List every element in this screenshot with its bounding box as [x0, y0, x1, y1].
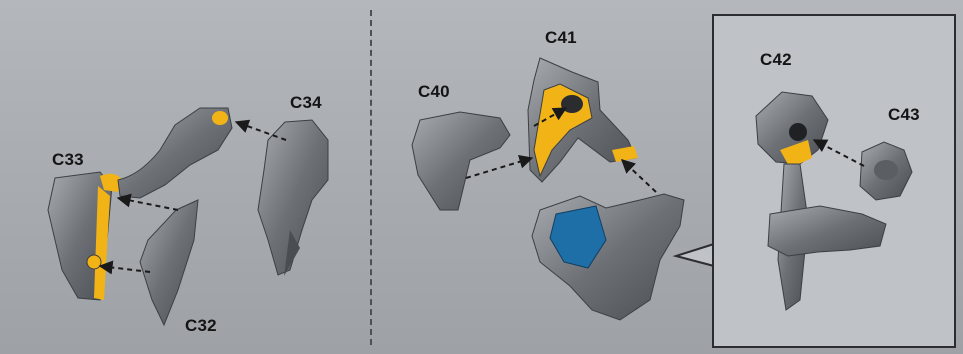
part-hand-assembly: [532, 194, 684, 320]
section-divider: [370, 10, 372, 345]
part-c33-shoulder: [48, 172, 122, 300]
label-c41: C41: [545, 28, 577, 48]
part-c40-forearm: [412, 112, 510, 210]
label-c40: C40: [418, 82, 450, 102]
label-c34: C34: [290, 93, 322, 113]
part-upper-arm: [118, 108, 232, 198]
dashed-arrow-icon: [466, 158, 532, 178]
part-c34-claw: [258, 120, 328, 276]
dashed-arrow-icon: [118, 198, 178, 210]
label-c32: C32: [185, 316, 217, 336]
label-c43: C43: [888, 105, 920, 125]
part-c32-plate: [140, 200, 198, 325]
label-c33: C33: [52, 150, 84, 170]
dashed-arrow-icon: [622, 160, 656, 192]
callout-tail: [676, 244, 714, 266]
detail-inset-box: [712, 14, 956, 348]
label-c42: C42: [760, 50, 792, 70]
